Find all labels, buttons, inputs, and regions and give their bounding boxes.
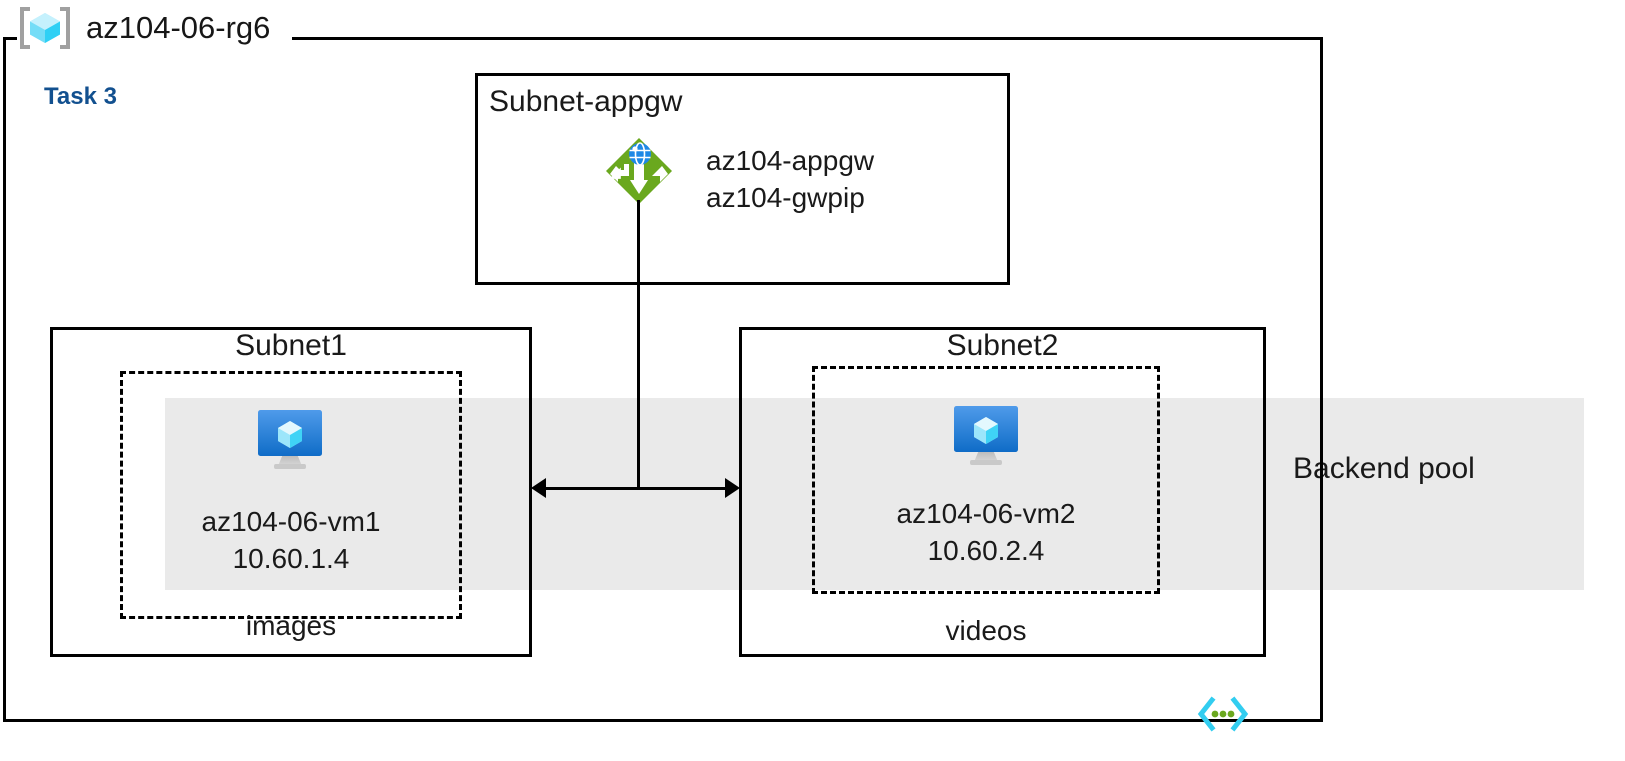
subnet1-box xyxy=(50,327,532,657)
connector-arrowhead-left xyxy=(531,478,546,498)
application-gateway-resource-names: az104-appgw az104-gwpip xyxy=(706,142,874,216)
gateway-to-vms-connector xyxy=(637,200,640,489)
virtual-machine-icon xyxy=(252,404,328,476)
subnet1-vm-labels: az104-06-vm1 10.60.1.4 xyxy=(120,503,462,577)
appgw-resource-name-0: az104-appgw xyxy=(706,145,875,176)
resource-group-name: az104-06-rg6 xyxy=(86,10,271,45)
subnet2-vm-group xyxy=(812,366,1160,594)
virtual-machine-icon xyxy=(948,400,1024,472)
appgw-resource-name-1: az104-gwpip xyxy=(706,182,865,213)
backend-pool-band xyxy=(165,398,1584,590)
resource-group-boundary xyxy=(3,37,1323,722)
connector-arrowhead-right xyxy=(725,478,740,498)
resource-group-border-left-stub xyxy=(3,37,17,40)
task-label: Task 3 xyxy=(44,83,117,110)
subnet2-vm-ip: 10.60.2.4 xyxy=(927,535,1045,566)
vm1-vm2-connector xyxy=(540,487,728,490)
subnet-appgw-box xyxy=(475,73,1010,285)
subnet1-title: Subnet1 xyxy=(235,329,347,362)
subnet2-vm-name: az104-06-vm2 xyxy=(896,498,1076,529)
subnet1-storage-label: images xyxy=(245,610,337,641)
subnet2-box xyxy=(739,327,1266,657)
subnet-appgw-title: Subnet-appgw xyxy=(489,85,683,118)
application-gateway-icon xyxy=(604,136,674,206)
subnet1-vm-ip: 10.60.1.4 xyxy=(232,543,350,574)
subnet2-title: Subnet2 xyxy=(946,329,1059,362)
subnet2-vm-labels: az104-06-vm2 10.60.2.4 xyxy=(812,495,1160,569)
virtual-network-icon xyxy=(1196,694,1250,734)
resource-group-cube-icon xyxy=(17,6,73,50)
subnet2-storage-label: videos xyxy=(945,615,1027,646)
subnet1-vm-name: az104-06-vm1 xyxy=(201,506,381,537)
backend-pool-label: Backend pool xyxy=(1293,452,1475,485)
resource-group-border-right-stub xyxy=(292,37,1323,40)
subnet1-vm-group xyxy=(120,371,462,619)
